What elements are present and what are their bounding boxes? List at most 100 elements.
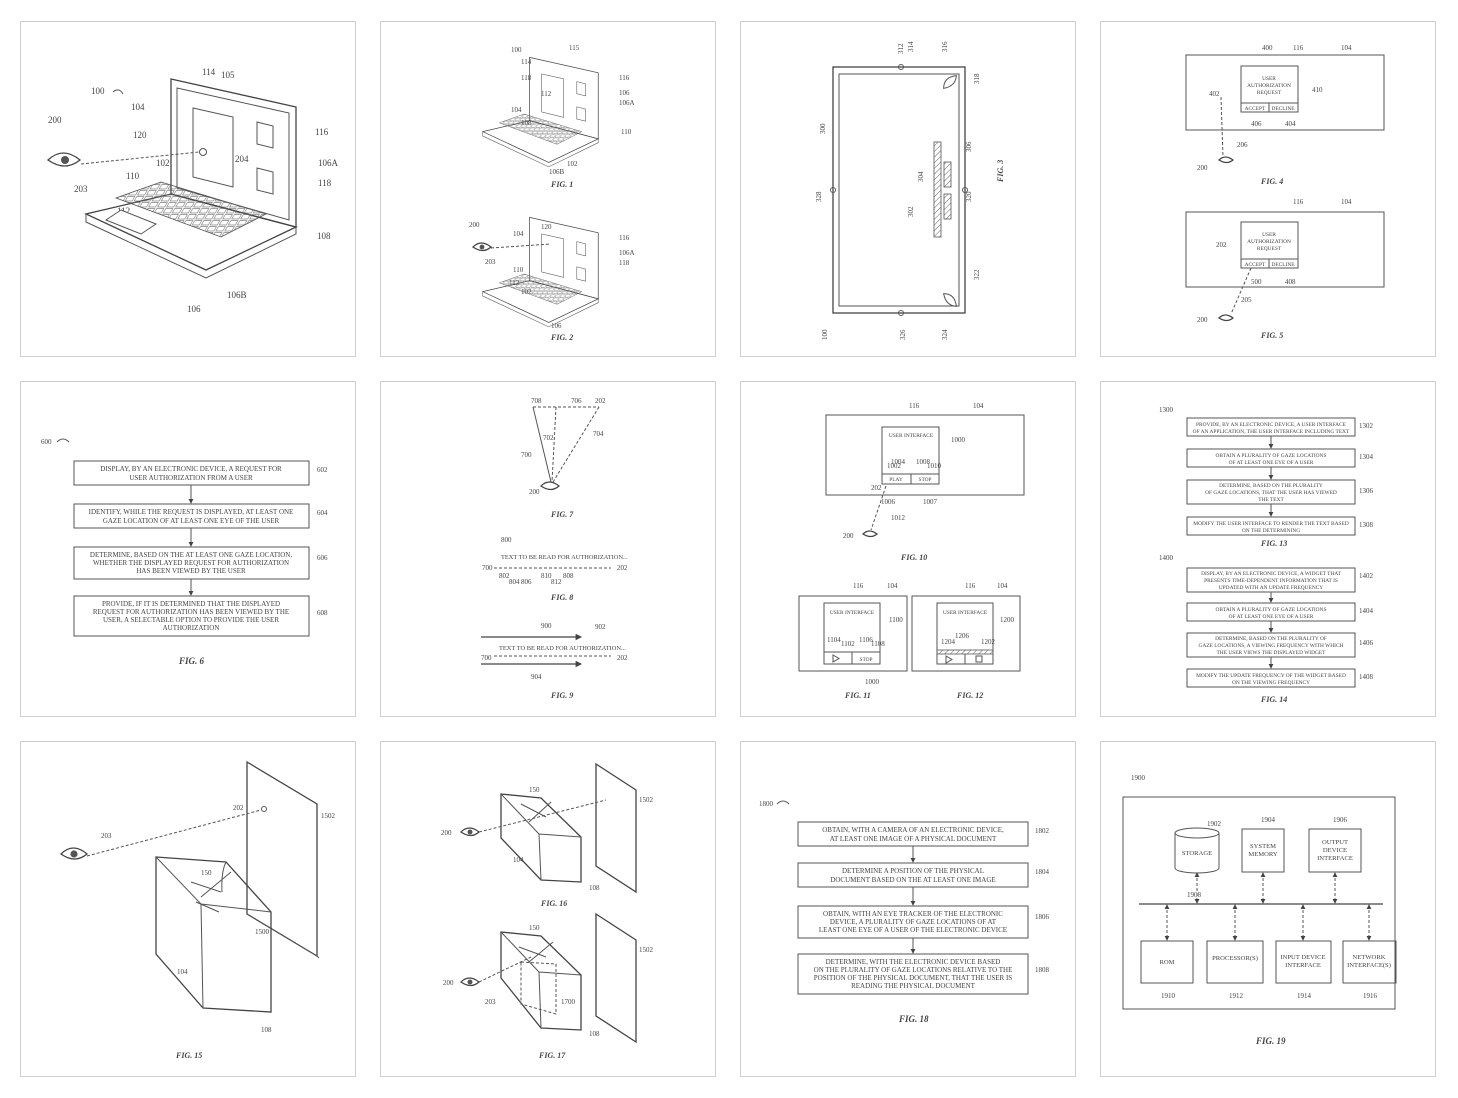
- ref-label: 106A: [619, 99, 635, 107]
- ref-label: 118: [318, 178, 332, 188]
- figure-tile-fig18[interactable]: 1800 OBTAIN, WITH A CAMERA OF AN ELECTRO…: [740, 741, 1076, 1077]
- figure-tile-fig13-fig14[interactable]: 1300 PROVIDE, BY AN ELECTRONIC DEVICE, A…: [1100, 381, 1436, 717]
- flow-step-text: MODIFY THE UPDATE FREQUENCY OF THE WIDGE…: [1196, 673, 1346, 679]
- ref-label: 324: [941, 329, 949, 340]
- ref-label: 400: [1262, 44, 1273, 52]
- ref-label: 700: [481, 654, 492, 662]
- accept-button-label: ACCEPT: [1245, 262, 1266, 268]
- ref-label: 202: [617, 654, 628, 662]
- ref-label: 1502: [639, 946, 654, 954]
- ref-label: 104: [513, 856, 524, 864]
- figure-tile-fig19[interactable]: 1900 1908 STORAGE 1902 SYSTEM MEMORY 190…: [1100, 741, 1436, 1077]
- figure-tile-fig1[interactable]: 100 200 114 105 104 120 202 116 204 106A…: [20, 21, 356, 357]
- flow-step-text: THE USER VIEWS THE DISPLAYED WIDGET: [1217, 650, 1327, 656]
- ref-label: 700: [482, 564, 493, 572]
- ref-label: 106B: [227, 290, 247, 300]
- ref-label: 1406: [1359, 639, 1374, 647]
- flow-step-text: OBTAIN, WITH AN EYE TRACKER OF THE ELECT…: [823, 910, 1003, 918]
- ref-label: 203: [485, 998, 496, 1006]
- ref-label: 206: [1237, 141, 1248, 149]
- flow-step-text: GAZE LOCATION OF AT LEAST ONE EYE OF THE…: [103, 517, 280, 525]
- ref-label: 1808: [1035, 966, 1050, 974]
- ref-label: 1302: [1359, 422, 1374, 430]
- ref-label: 702: [543, 434, 554, 442]
- figure-tile-fig6[interactable]: 600 DISPLAY, BY AN ELECTRONIC DEVICE, A …: [20, 381, 356, 717]
- flow-step-text: WHETHER THE DISPLAYED REQUEST FOR AUTHOR…: [93, 559, 289, 567]
- figure-caption: FIG. 3: [996, 160, 1005, 183]
- figure-tile-fig16-fig17[interactable]: 150 1502 200 104 108 FIG. 16 150 1502 20…: [380, 741, 716, 1077]
- ref-label: 106: [187, 304, 201, 314]
- figure-caption: FIG. 17: [538, 1051, 566, 1060]
- ref-label: 106A: [619, 249, 635, 257]
- ref-label: 116: [1293, 44, 1304, 52]
- ref-label: 604: [317, 509, 328, 517]
- figure-tile-fig4-fig5[interactable]: USER AUTHORIZATION REQUEST ACCEPT DECLIN…: [1100, 21, 1436, 357]
- flow-step-text: DETERMINE, WITH THE ELECTRONIC DEVICE BA…: [826, 958, 1001, 966]
- system-memory-block: [1241, 828, 1285, 873]
- decline-button-label: DECLINE: [1271, 262, 1295, 268]
- figure-caption: FIG. 9: [550, 691, 573, 700]
- ref-label: 116: [965, 582, 976, 590]
- ref-label: 1000: [865, 678, 880, 686]
- ref-label: 110: [621, 128, 632, 136]
- ref-label: 300: [819, 123, 827, 134]
- flow-step-text: DISPLAY, BY AN ELECTRONIC DEVICE, A REQU…: [100, 465, 282, 473]
- figure-tile-fig10-fig12[interactable]: USER INTERFACE PLAY STOP 116 104 1000 10…: [740, 381, 1076, 717]
- ref-label: 116: [1293, 198, 1304, 206]
- ref-label: 110: [126, 171, 140, 181]
- ref-label: 202: [1216, 241, 1227, 249]
- flow-step-text: PROVIDE, IF IT IS DETERMINED THAT THE DI…: [102, 600, 280, 608]
- flow-step-text: DETERMINE A POSITION OF THE PHYSICAL: [842, 867, 984, 875]
- ref-label: 1502: [639, 796, 654, 804]
- ref-label: 1910: [1161, 992, 1176, 1000]
- ref-label: 106B: [549, 168, 565, 176]
- ref-label: 108: [589, 1030, 600, 1038]
- sample-text: TEXT TO BE READ FOR AUTHORIZATION...: [499, 645, 626, 652]
- ref-label: 408: [1285, 278, 1296, 286]
- ref-label: 202: [595, 397, 606, 405]
- flow-step-text: USER, A SELECTABLE OPTION TO PROVIDE THE…: [103, 616, 279, 624]
- ref-label: 108: [261, 1026, 272, 1034]
- ref-label: 200: [843, 532, 854, 540]
- block-label: OUTPUT: [1322, 839, 1348, 846]
- ref-label: 1802: [1035, 827, 1050, 835]
- flow-step-text: IDENTIFY, WHILE THE REQUEST IS DISPLAYED…: [89, 508, 294, 516]
- eye-icon: [471, 242, 493, 252]
- figure-tile-fig3[interactable]: FIG. 3 300 312 314 316 318 304 306 302 3…: [740, 21, 1076, 357]
- ref-label: 104: [131, 102, 145, 112]
- ref-label: 1006: [881, 498, 896, 506]
- ref-label: 404: [1285, 120, 1296, 128]
- ref-label: 1904: [1261, 816, 1276, 824]
- ref-label: 326: [899, 329, 907, 340]
- ref-label: 810: [541, 572, 552, 580]
- ref-label: 200: [1197, 316, 1208, 324]
- ref-label: 902: [595, 623, 606, 631]
- ref-label: 202: [233, 804, 244, 812]
- figure-caption: FIG. 4: [1260, 177, 1283, 186]
- flowcharts-1300-1400: 1300 PROVIDE, BY AN ELECTRONIC DEVICE, A…: [1159, 406, 1374, 704]
- ref-label: 1400: [1159, 554, 1174, 562]
- ref-label: 806: [521, 578, 532, 586]
- ref-label: 108: [317, 231, 331, 241]
- ref-label: 100: [91, 86, 105, 96]
- block-label: DEVICE: [1323, 847, 1347, 854]
- system-block-diagram: 1900 1908 STORAGE 1902 SYSTEM MEMORY 190…: [1122, 774, 1397, 1046]
- ref-label: 204: [235, 154, 249, 164]
- laptop-pair-drawing: 100 115 116 114 106 106A 118 104 110 108…: [469, 44, 635, 342]
- ref-label: 1402: [1359, 572, 1374, 580]
- flow-step-text: USER AUTHORIZATION FROM A USER: [129, 474, 253, 482]
- ref-label: 1404: [1359, 607, 1374, 615]
- flow-step-text: DOCUMENT BASED ON THE AT LEAST ONE IMAGE: [830, 876, 995, 884]
- figure-tile-fig7-fig9[interactable]: 708 706 202 702 704 200 700 FIG. 7 800 T…: [380, 381, 716, 717]
- ref-label: 1102: [841, 640, 855, 648]
- ref-label: 706: [571, 397, 582, 405]
- ref-label: 200: [441, 829, 452, 837]
- ref-label: 106: [551, 322, 562, 330]
- figure-tile-fig1-fig2[interactable]: 100 115 116 114 106 106A 118 104 110 108…: [380, 21, 716, 357]
- ref-label: 1500: [255, 928, 270, 936]
- ref-label: 1200: [1000, 616, 1015, 624]
- figure-tile-fig15[interactable]: 202 203 1502 150 1500 104 108 FIG. 15: [20, 741, 356, 1077]
- flow-step-text: OBTAIN, WITH A CAMERA OF AN ELECTRONIC D…: [822, 826, 1004, 834]
- ref-label: 804: [509, 578, 520, 586]
- figure-caption: FIG. 8: [550, 593, 573, 602]
